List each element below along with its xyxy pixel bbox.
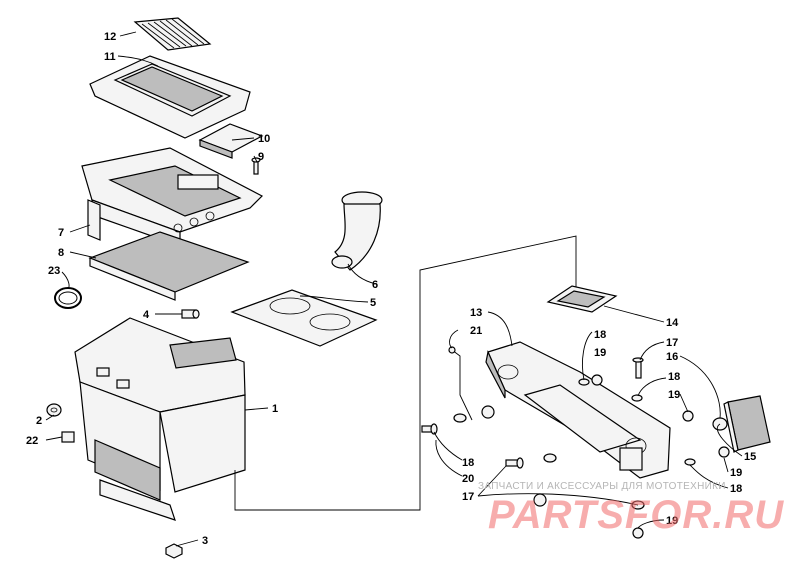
- label-7: 7: [58, 227, 64, 239]
- part-18-washer-e: [684, 458, 696, 466]
- watermark: ЗАПЧАСТИ И АКСЕССУАРЫ ДЛЯ МОТОТЕХНИКИ PA…: [478, 481, 784, 537]
- part-18-washer-b: [631, 394, 643, 402]
- part-6-intake-elbow: [331, 191, 383, 271]
- label-17-a: 17: [666, 337, 678, 349]
- label-18-d: 18: [462, 457, 474, 469]
- part-1-airbox: [74, 317, 246, 521]
- part-5-gasket: [230, 289, 378, 347]
- part-18-washer-c: [453, 413, 467, 423]
- watermark-brand: PARTSFOR.RU: [488, 493, 784, 537]
- callout-labels: 12 11 10 9 7 8 23 4 6 5 1 2 22 3 13 21 1…: [26, 31, 756, 547]
- label-11: 11: [104, 51, 116, 63]
- assembly-group-outline: [234, 235, 577, 511]
- label-9: 9: [258, 151, 264, 163]
- part-15-foam-block: [723, 395, 771, 453]
- part-23-clamp: [54, 287, 82, 309]
- part-21-rod: [448, 346, 473, 421]
- label-2: 2: [36, 415, 42, 427]
- label-8: 8: [58, 247, 64, 259]
- part-19-nut-d: [718, 446, 730, 458]
- right-hardware: [421, 357, 730, 539]
- part-3-nut: [165, 543, 183, 559]
- label-12: 12: [104, 31, 116, 43]
- part-12-grille: [133, 17, 212, 51]
- part-4-fitting: [181, 309, 200, 319]
- part-20-bolt: [421, 423, 438, 435]
- label-6: 6: [372, 279, 378, 291]
- part-10-filter-pad: [198, 123, 264, 159]
- label-1: 1: [272, 403, 278, 415]
- label-18-c: 18: [730, 483, 742, 495]
- label-22: 22: [26, 435, 38, 447]
- label-17-b: 17: [462, 491, 474, 503]
- label-14: 14: [666, 317, 679, 329]
- label-18-a: 18: [594, 329, 606, 341]
- label-19-d: 19: [666, 515, 678, 527]
- label-23: 23: [48, 265, 60, 277]
- part-13-silencer: [485, 341, 671, 479]
- label-10: 10: [258, 133, 270, 145]
- label-16: 16: [666, 351, 678, 363]
- part-7-upper-housing: [81, 147, 264, 247]
- part-22-clip: [61, 431, 75, 443]
- label-4: 4: [143, 309, 150, 321]
- label-15: 15: [744, 451, 756, 463]
- part-14-seal: [546, 285, 618, 313]
- part-11-lid: [89, 55, 251, 139]
- watermark-caption: ЗАПЧАСТИ И АКСЕССУАРЫ ДЛЯ МОТОТЕХНИКИ: [478, 481, 726, 492]
- part-17-bolt-lower: [505, 457, 524, 469]
- label-20: 20: [462, 473, 474, 485]
- label-13: 13: [470, 307, 482, 319]
- label-21: 21: [470, 325, 482, 337]
- label-18-b: 18: [668, 371, 680, 383]
- label-3: 3: [202, 535, 208, 547]
- leader-lines: [45, 31, 743, 547]
- part-19-nut-a: [591, 374, 603, 386]
- part-18-washer-d: [543, 453, 557, 463]
- label-19-b: 19: [668, 389, 680, 401]
- part-19-nut-b: [682, 410, 694, 422]
- label-19-c: 19: [730, 467, 742, 479]
- label-5: 5: [370, 297, 376, 309]
- part-17-bolt-upper: [632, 357, 644, 379]
- part-8-foam-filter: [88, 231, 250, 301]
- label-19-a: 19: [594, 347, 606, 359]
- part-19-nut-c: [481, 405, 495, 419]
- part-2-grommet: [46, 403, 62, 417]
